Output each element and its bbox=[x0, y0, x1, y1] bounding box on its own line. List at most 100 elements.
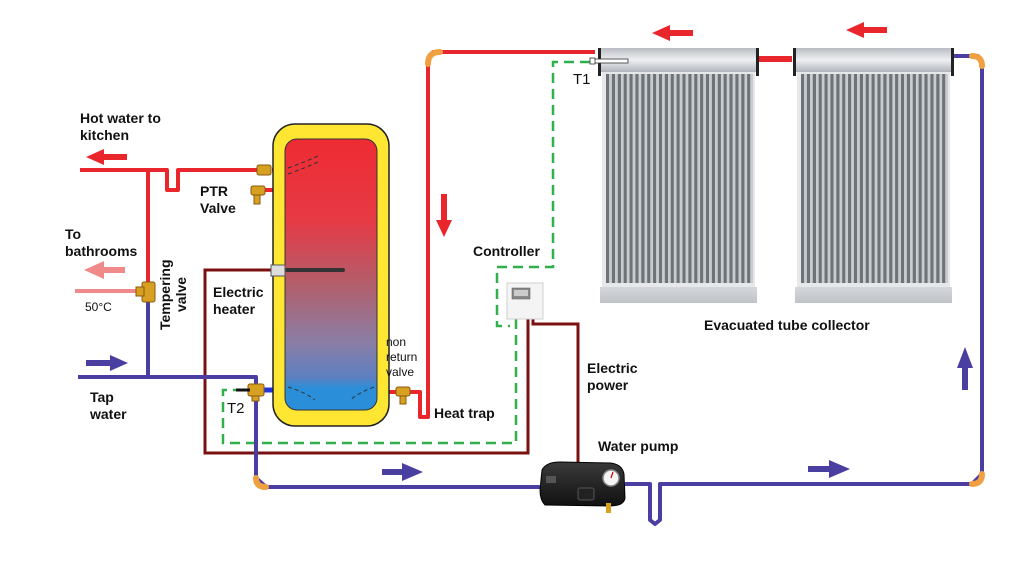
tube-gap bbox=[815, 74, 819, 283]
evacuated-tube bbox=[918, 74, 922, 283]
t2-label: T2 bbox=[227, 400, 245, 417]
t2-sensor-wire bbox=[221, 318, 518, 445]
ptr-valve-icon bbox=[250, 185, 266, 205]
evacuated-tube bbox=[723, 74, 727, 283]
ptr-valve-label: Valve bbox=[200, 200, 236, 216]
water-pump[interactable] bbox=[539, 461, 626, 513]
electric-wiring bbox=[203, 268, 580, 466]
tube-gap bbox=[662, 74, 665, 283]
tube-gap bbox=[609, 74, 612, 283]
storage-tank bbox=[270, 123, 390, 427]
collector-panel bbox=[598, 48, 759, 303]
tube-gap bbox=[691, 74, 695, 283]
tempering-valve-label: valve bbox=[173, 277, 189, 312]
tube-gap bbox=[933, 74, 937, 283]
tube-gap bbox=[673, 74, 677, 283]
evacuated-tube bbox=[924, 74, 928, 283]
arrow-left-icon bbox=[846, 22, 887, 38]
heater-flange bbox=[270, 264, 286, 277]
evacuated-tube bbox=[930, 74, 934, 283]
heater-wire bbox=[203, 268, 530, 455]
tube-gap bbox=[833, 74, 837, 283]
tube-gap bbox=[720, 74, 724, 283]
elbow-top-left bbox=[425, 49, 443, 67]
elbow-bottom-right bbox=[969, 471, 985, 487]
evacuated-tube bbox=[848, 74, 852, 283]
evacuated-tube bbox=[676, 74, 680, 283]
controller-label: Controller bbox=[473, 243, 540, 259]
evacuated-tube bbox=[688, 74, 692, 283]
arrow-right-icon bbox=[382, 463, 423, 481]
tube-gap bbox=[738, 74, 742, 283]
electric-heater-label: heater bbox=[213, 301, 256, 317]
evacuated-tube bbox=[629, 74, 633, 283]
tube-gap bbox=[845, 74, 849, 283]
tube-gap bbox=[821, 74, 825, 283]
arrow-up-icon bbox=[957, 347, 973, 390]
tube-gap bbox=[886, 74, 890, 283]
evacuated-tube bbox=[871, 74, 875, 283]
tap-water-label: Tap bbox=[90, 389, 114, 405]
arrow-right-icon bbox=[808, 460, 850, 478]
ptr-valve-label: PTR bbox=[200, 183, 228, 199]
tube-gap bbox=[750, 74, 753, 283]
to-bathrooms-label: To bbox=[65, 226, 81, 242]
tube-gap bbox=[668, 74, 671, 283]
fittings bbox=[135, 164, 411, 405]
evacuated-tube bbox=[700, 74, 704, 283]
tube-gap bbox=[857, 74, 860, 283]
evacuated-tube bbox=[824, 74, 828, 283]
tube-gap bbox=[715, 74, 718, 283]
sensor-wiring bbox=[221, 60, 590, 445]
evacuated-tube bbox=[900, 74, 905, 283]
tempering-valve-icon bbox=[135, 281, 156, 303]
tube-gap bbox=[632, 74, 636, 283]
tube-gap bbox=[927, 74, 931, 283]
evacuated-tube bbox=[836, 74, 840, 283]
evacuated-tube bbox=[818, 74, 822, 283]
tube-gap bbox=[898, 74, 901, 283]
electric-heater-label: Electric bbox=[213, 284, 264, 300]
tube-gap bbox=[880, 74, 884, 283]
evacuated-tube bbox=[664, 74, 669, 283]
tube-gap bbox=[650, 74, 654, 283]
tank-to-pump-pipe bbox=[254, 398, 540, 489]
tube-gap bbox=[921, 74, 925, 283]
non-return-valve-label: return bbox=[386, 350, 417, 364]
arrow-left-icon bbox=[652, 25, 693, 41]
tube-gap bbox=[656, 74, 659, 283]
evacuated-tube bbox=[711, 74, 716, 283]
tube-gap bbox=[910, 74, 913, 283]
tube-gap bbox=[851, 74, 854, 283]
tube-gap bbox=[697, 74, 701, 283]
evacuated-tube bbox=[694, 74, 698, 283]
t1-sensor-wire bbox=[495, 60, 590, 328]
hot-water-kitchen-label: kitchen bbox=[80, 127, 129, 143]
evacuated-tube bbox=[647, 74, 651, 283]
evacuated-tube bbox=[883, 74, 887, 283]
tube-gap bbox=[644, 74, 648, 283]
t1-label: T1 bbox=[573, 71, 591, 88]
tube-gap bbox=[804, 74, 807, 283]
elbows bbox=[253, 49, 985, 490]
tube-gap bbox=[726, 74, 730, 283]
heat-trap-label: Heat trap bbox=[434, 405, 495, 421]
tube-gap bbox=[732, 74, 736, 283]
non-return-valve-icon bbox=[395, 386, 411, 405]
evacuated-tube bbox=[670, 74, 674, 283]
evacuated-tube bbox=[801, 74, 805, 283]
evacuated-tube bbox=[653, 74, 657, 283]
controller-device[interactable] bbox=[506, 282, 544, 320]
evacuated-tube bbox=[895, 74, 899, 283]
evacuated-tube bbox=[641, 74, 645, 283]
kitchen-pipe bbox=[80, 168, 262, 192]
tube-gap bbox=[892, 74, 896, 283]
non-return-valve-label: non bbox=[386, 335, 406, 349]
evacuated-tube bbox=[877, 74, 881, 283]
evacuated-tube bbox=[658, 74, 663, 283]
hot-outlet-fitting bbox=[256, 164, 272, 176]
arrow-right-icon bbox=[86, 355, 128, 371]
tube-gap bbox=[709, 74, 712, 283]
evacuated-tube bbox=[747, 74, 751, 283]
